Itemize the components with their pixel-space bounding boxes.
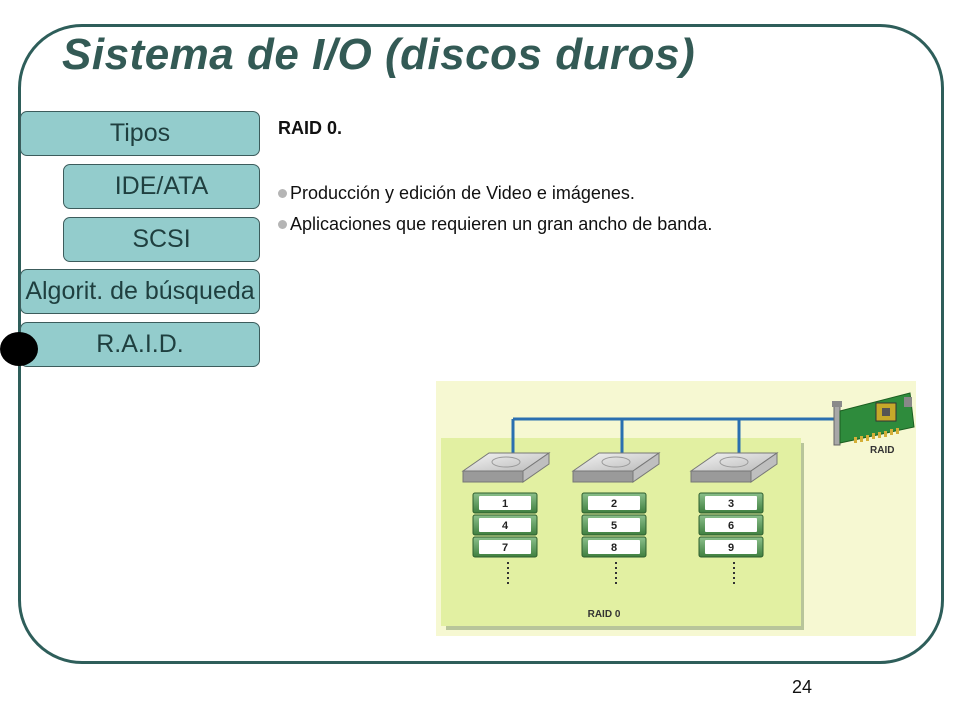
data-block: 7: [472, 536, 538, 558]
raid-controller-card-icon: [832, 322, 915, 446]
block-number: 6: [728, 520, 734, 532]
nav-item-tipos[interactable]: Tipos: [20, 111, 260, 156]
block-number: 7: [502, 542, 508, 554]
slide-content: RAID 0. Producción y edición de Video e …: [278, 118, 712, 245]
data-block: 6: [698, 514, 764, 536]
bullet-dot-icon: [278, 220, 287, 229]
nav-item-label: Algorit. de búsqueda: [25, 277, 255, 305]
content-heading: RAID 0.: [278, 118, 343, 138]
block-number: 1: [502, 498, 508, 510]
bullet-list: Producción y edición de Video e imágenes…: [278, 183, 712, 235]
nav-item-label: Tipos: [109, 119, 171, 147]
data-block: 9: [698, 536, 764, 558]
data-block: 3: [698, 492, 764, 514]
bullet-item: Producción y edición de Video e imágenes…: [278, 183, 712, 204]
bullet-dot-icon: [278, 189, 287, 198]
slide-title: Sistema de I/O (discos duros): [62, 30, 696, 79]
nav-item-raid[interactable]: R.A.I.D.: [20, 322, 260, 367]
array-label: RAID 0: [588, 609, 621, 620]
hard-disk-icon: [461, 452, 551, 483]
block-number: 3: [728, 498, 734, 510]
bullet-text: Producción y edición de Video e imágenes…: [290, 183, 635, 203]
raid0-diagram-svg: RAID 1 4 7: [436, 322, 916, 636]
nav-item-ide-ata[interactable]: IDE/ATA: [63, 164, 260, 209]
block-number: 8: [611, 542, 617, 554]
block-number: 2: [611, 498, 617, 510]
block-number: 9: [728, 542, 734, 554]
nav-item-algoritmos-busqueda[interactable]: Algorit. de búsqueda: [20, 269, 260, 314]
data-block: 4: [472, 514, 538, 536]
block-number: 4: [502, 520, 509, 532]
nav-item-label: IDE/ATA: [114, 172, 209, 200]
disk-column-3: 3 6 9: [689, 452, 779, 586]
disk-column-2: 2 5 8: [571, 452, 661, 586]
data-block: 8: [581, 536, 647, 558]
disk-column-1: 1 4 7: [461, 452, 551, 586]
raid0-diagram: RAID 1 4 7: [436, 322, 916, 636]
hard-disk-icon: [689, 452, 779, 483]
nav-item-label: R.A.I.D.: [96, 330, 184, 358]
bullet-item: Aplicaciones que requieren un gran ancho…: [278, 214, 712, 235]
block-number: 5: [611, 520, 617, 532]
active-nav-indicator: [0, 332, 38, 366]
controller-label: RAID: [870, 445, 894, 456]
bullet-text: Aplicaciones que requieren un gran ancho…: [290, 214, 713, 234]
nav-item-scsi[interactable]: SCSI: [63, 217, 260, 262]
data-block: 2: [581, 492, 647, 514]
nav-item-label: SCSI: [132, 225, 191, 253]
data-block: 1: [472, 492, 538, 514]
data-block: 5: [581, 514, 647, 536]
page-number: 24: [792, 677, 813, 697]
hard-disk-icon: [571, 452, 661, 483]
